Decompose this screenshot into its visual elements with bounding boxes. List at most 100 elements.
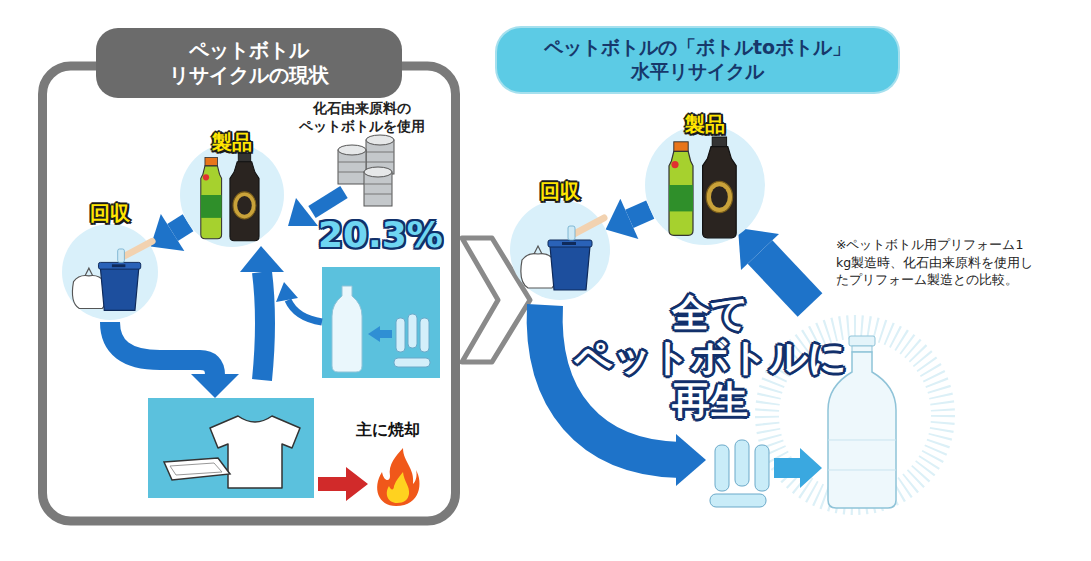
icon-circle: 製品 bbox=[645, 125, 765, 245]
circle-label: 製品 bbox=[180, 129, 284, 156]
icon-circle-art bbox=[510, 200, 610, 300]
icon-circle-art-part bbox=[233, 192, 256, 219]
preforms-part bbox=[755, 445, 769, 491]
downcycle-box-part bbox=[164, 458, 230, 480]
panel-title: ペットボトルの「ボトルtoボトル」 水平リサイクル bbox=[511, 36, 884, 84]
incineration-arrow bbox=[318, 467, 368, 501]
cycle-arrow-part bbox=[276, 282, 298, 302]
oil-drums-part bbox=[364, 184, 392, 185]
cycle-arrow-part bbox=[262, 272, 265, 380]
icon-circle-art-part bbox=[238, 153, 250, 161]
icon-circle-art-part bbox=[230, 162, 259, 241]
icon-circle-art-part bbox=[669, 185, 693, 211]
downcycle-box-part bbox=[170, 463, 222, 475]
oil-drums-part bbox=[338, 162, 366, 163]
preforms-part bbox=[735, 440, 749, 486]
preform-box-part bbox=[394, 358, 430, 367]
pet-bottle-part bbox=[849, 336, 875, 346]
pet-bottle-part bbox=[852, 346, 872, 352]
icon-circle-art-part bbox=[574, 218, 604, 234]
icon-circle-art-part bbox=[205, 158, 217, 166]
downcycle-box bbox=[148, 398, 314, 498]
icon-circle-art-part bbox=[548, 240, 592, 247]
icon-circle-art-part bbox=[703, 147, 737, 238]
icon-circle-art-part bbox=[534, 246, 542, 254]
icon-circle-art-part bbox=[712, 137, 726, 147]
preforms-part bbox=[774, 448, 822, 488]
icon-circle-art-part bbox=[118, 249, 125, 262]
icon-circle: 製品 bbox=[180, 143, 284, 247]
icon-circle-art-part bbox=[550, 246, 590, 290]
pet-bottle-part bbox=[828, 440, 896, 441]
circle-label: 製品 bbox=[645, 111, 765, 138]
icon-circle-art bbox=[180, 143, 284, 247]
headline-text: 全て ペットボトルに 再生 bbox=[572, 292, 848, 423]
fire-icon-part bbox=[377, 448, 419, 506]
oil-drums-part bbox=[338, 172, 366, 173]
supply-arrow-part bbox=[312, 192, 344, 212]
icon-circle-art bbox=[645, 125, 765, 245]
panel-title: ペットボトル リサイクルの現状 bbox=[108, 38, 390, 88]
preform-box bbox=[322, 267, 440, 378]
downcycle-box-part bbox=[210, 416, 300, 488]
percentage-value: 20.3% bbox=[318, 214, 443, 255]
cycle-arrow-part bbox=[110, 322, 215, 375]
preform-box-part bbox=[322, 267, 440, 378]
pet-bottle-part bbox=[828, 470, 896, 471]
preform-box-part bbox=[420, 318, 429, 352]
preforms bbox=[710, 440, 822, 507]
icon-circle-art-part bbox=[562, 242, 576, 245]
oil-drums-part bbox=[366, 162, 394, 163]
icon-circle-art-part bbox=[201, 195, 222, 218]
flow-arrow bbox=[173, 223, 188, 233]
oil-drums-part bbox=[366, 135, 394, 145]
incineration-arrow-part bbox=[318, 467, 368, 501]
cycle-arrow-part bbox=[760, 252, 810, 305]
icon-circle-art-part bbox=[100, 268, 138, 310]
preform-box-part bbox=[332, 286, 362, 372]
preform-box-part bbox=[408, 314, 417, 348]
cycle-arrow-part bbox=[240, 246, 284, 272]
downcycle-box-part bbox=[148, 398, 314, 498]
cycle-arrow-part bbox=[288, 300, 322, 322]
cycle-arrow-part bbox=[676, 434, 706, 486]
icon-circle-art-part bbox=[98, 262, 140, 269]
icon-circle-art-part bbox=[85, 268, 93, 276]
icon-circle: 回収 bbox=[62, 224, 158, 320]
icon-circle-art-part bbox=[674, 142, 688, 152]
preform-box-part bbox=[396, 318, 405, 352]
icon-circle-art-part bbox=[711, 186, 728, 208]
oil-drums-part bbox=[366, 152, 394, 153]
supply-arrow-part bbox=[288, 198, 318, 226]
icon-circle-art-part bbox=[510, 200, 610, 300]
preforms-part bbox=[715, 445, 729, 491]
icon-circle-art-part bbox=[645, 125, 765, 245]
fire-icon bbox=[377, 448, 419, 506]
fire-icon-part bbox=[387, 472, 409, 503]
annotation-text: 主に焼却 bbox=[356, 420, 420, 441]
icon-circle-art-part bbox=[706, 181, 732, 212]
oil-drums-part bbox=[338, 145, 366, 155]
icon-circle-art-part bbox=[671, 161, 678, 168]
icon-circle-art-part bbox=[568, 226, 575, 240]
cycle-arrow-part bbox=[545, 305, 680, 460]
circle-label: 回収 bbox=[510, 178, 610, 205]
title-tab: ペットボトル リサイクルの現状 bbox=[96, 28, 402, 98]
icon-circle-art-part bbox=[669, 151, 693, 235]
cycle-arrow-part bbox=[738, 228, 779, 270]
preform-box-part bbox=[368, 326, 392, 342]
icon-circle-art-part bbox=[203, 174, 209, 180]
arrow-head bbox=[606, 199, 639, 239]
icon-circle-art bbox=[62, 224, 158, 320]
title-tab: ペットボトルの「ボトルtoボトル」 水平リサイクル bbox=[497, 28, 898, 92]
icon-circle-art-part bbox=[112, 264, 125, 267]
oil-drums-part bbox=[364, 167, 392, 177]
oil-drums-part bbox=[364, 194, 392, 195]
footnote-text: ※ペットボトル用プリフォーム1 kg製造時、化石由来原料を使用し たプリフォーム… bbox=[836, 236, 1084, 289]
icon-circle-art-part bbox=[123, 241, 152, 256]
note-text: 化石由来原料の ペットボトルを使用 bbox=[290, 100, 434, 135]
icon-circle-art-part bbox=[62, 224, 158, 320]
icon-circle-art-part bbox=[237, 196, 252, 215]
icon-circle-art-part bbox=[201, 166, 222, 239]
